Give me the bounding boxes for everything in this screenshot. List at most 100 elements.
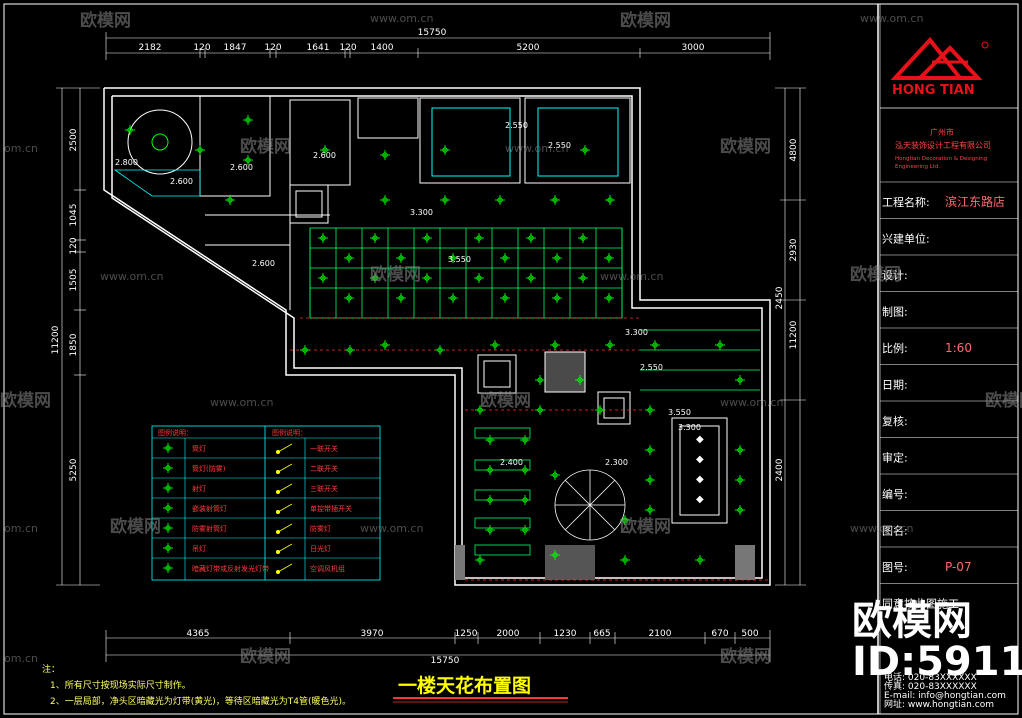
hongtian-logo-icon bbox=[890, 36, 989, 80]
title-block-footer-line: 电话: 020-83XXXXXX bbox=[884, 671, 977, 683]
downlight-icon bbox=[550, 195, 560, 205]
title-block-footer-line: 网址: www.hongtian.com bbox=[884, 698, 994, 710]
downlight-icon bbox=[474, 273, 484, 283]
watermark-url-short: om.cn bbox=[4, 142, 38, 155]
downlight-icon bbox=[605, 195, 615, 205]
downlight-icon bbox=[163, 503, 173, 513]
spiral-stair bbox=[554, 469, 626, 541]
legend-item-right: 三联开关 bbox=[310, 484, 338, 493]
legend-item-right: 一联开关 bbox=[310, 444, 338, 453]
title-block-value: 1:60 bbox=[945, 341, 972, 355]
downlight-icon bbox=[552, 253, 562, 263]
legend-item-left: 射灯 bbox=[192, 484, 206, 493]
watermark-brand: 欧模网 bbox=[480, 390, 531, 411]
ceiling-height-label: 2.600 bbox=[252, 259, 275, 268]
watermark-brand: 欧模网 bbox=[720, 646, 771, 667]
legend-item-right: 单控带插开关 bbox=[310, 504, 352, 513]
downlight-icon bbox=[485, 435, 495, 445]
downlight-icon bbox=[163, 463, 173, 473]
dimension-label: 2930 bbox=[789, 238, 799, 261]
downlight-icon bbox=[520, 435, 530, 445]
ceiling-height-label: 3.300 bbox=[410, 208, 433, 217]
section-lines bbox=[290, 317, 770, 581]
downlight-icon bbox=[475, 405, 485, 415]
downlight-icon bbox=[526, 233, 536, 243]
downlight-icon bbox=[578, 273, 588, 283]
downlight-icon bbox=[604, 253, 614, 263]
downlight-icon bbox=[645, 505, 655, 515]
downlight-icon bbox=[645, 475, 655, 485]
downlight-icon bbox=[370, 273, 380, 283]
downlight-icon bbox=[520, 495, 530, 505]
watermark-brand: 欧模网 bbox=[80, 10, 131, 31]
downlight-icon bbox=[243, 115, 253, 125]
legend-header-left: 图例说明： bbox=[158, 428, 193, 437]
ceiling-height-label: 3.550 bbox=[448, 255, 471, 264]
title-block-footer-line: 传真: 020-83XXXXXX bbox=[884, 680, 977, 692]
watermark-brand: 欧模网 bbox=[240, 646, 291, 667]
legend-item-left: 筒灯 bbox=[192, 444, 206, 453]
dimension-label: 2500 bbox=[69, 128, 79, 151]
title-block-label: 图名: bbox=[882, 524, 908, 538]
brand-name: HONG TIAN bbox=[892, 83, 975, 98]
company-en-line-1: Hongtian Decoration & Designing bbox=[895, 156, 987, 162]
company-cn-line-1: 广州市 bbox=[930, 127, 954, 137]
big-watermark-brand: 欧模网 bbox=[852, 598, 972, 644]
top-dimensions bbox=[105, 32, 771, 60]
spot-icon: ◆ bbox=[696, 434, 704, 445]
downlight-icon bbox=[243, 155, 253, 165]
title-block-label: 制图: bbox=[882, 306, 908, 319]
big-watermark-id: ID:591141 bbox=[852, 639, 1022, 685]
watermark-brand: 欧模网 bbox=[850, 264, 901, 285]
legend-item-right: 二联开关 bbox=[310, 464, 338, 473]
ceiling-height-label: 2.550 bbox=[548, 141, 571, 150]
legend-item-left: 防雾射筒灯 bbox=[192, 524, 227, 533]
title-block-label: 同意按此图施工 bbox=[882, 597, 959, 611]
dimension-label: 3970 bbox=[361, 629, 384, 639]
dimension-label: 1230 bbox=[554, 629, 577, 639]
watermark-brand: 欧模网 bbox=[720, 136, 771, 157]
grey-block bbox=[455, 545, 465, 580]
downlight-icon bbox=[380, 195, 390, 205]
title-block-label: 日期: bbox=[882, 379, 908, 392]
downlight-icon bbox=[318, 273, 328, 283]
downlight-icon bbox=[163, 523, 173, 533]
watermark-url: www.om.cn bbox=[720, 396, 783, 409]
title-block-label: 复核: bbox=[882, 414, 908, 428]
dimension-label: 3000 bbox=[682, 43, 705, 53]
downlight-icon bbox=[475, 555, 485, 565]
dimension-total: 15750 bbox=[431, 656, 460, 666]
ceiling-height-label: 2.600 bbox=[170, 177, 193, 186]
downlight-icon bbox=[695, 555, 705, 565]
downlight-icon bbox=[485, 495, 495, 505]
note-line-1: 1、所有尺寸按现场实际尺寸制作。 bbox=[50, 679, 191, 691]
lower-hall bbox=[474, 329, 760, 556]
downlight-icon bbox=[485, 525, 495, 535]
downlight-icon bbox=[520, 525, 530, 535]
downlight-icon bbox=[645, 445, 655, 455]
switch-icon bbox=[276, 463, 293, 474]
watermark-url-short: om.cn bbox=[4, 522, 38, 535]
switch-icon bbox=[276, 503, 293, 514]
watermark-brand: 欧模网 bbox=[370, 264, 421, 285]
downlight-icon bbox=[380, 150, 390, 160]
ceiling-height-label: 2.600 bbox=[230, 163, 253, 172]
downlight-icon bbox=[440, 145, 450, 155]
downlight-icon bbox=[552, 293, 562, 303]
downlight-icon bbox=[620, 515, 630, 525]
spot-icon: ◆ bbox=[696, 454, 704, 465]
watermark-url: www.om.cn bbox=[850, 522, 913, 535]
downlight-icon bbox=[195, 145, 205, 155]
title-block-value: 滨江东路店 bbox=[945, 194, 1005, 209]
downlight-icon bbox=[578, 233, 588, 243]
downlight-icon bbox=[575, 375, 585, 385]
downlight-icon bbox=[595, 405, 605, 415]
title-block-label: 比例: bbox=[882, 341, 908, 355]
dimension-label: 2400 bbox=[775, 458, 785, 481]
dimension-label: 2000 bbox=[497, 629, 520, 639]
dimension-label: 5200 bbox=[517, 43, 540, 53]
downlight-icon bbox=[485, 465, 495, 475]
downlight-icon bbox=[490, 340, 500, 350]
watermark-brand: 欧模网 bbox=[0, 390, 51, 411]
